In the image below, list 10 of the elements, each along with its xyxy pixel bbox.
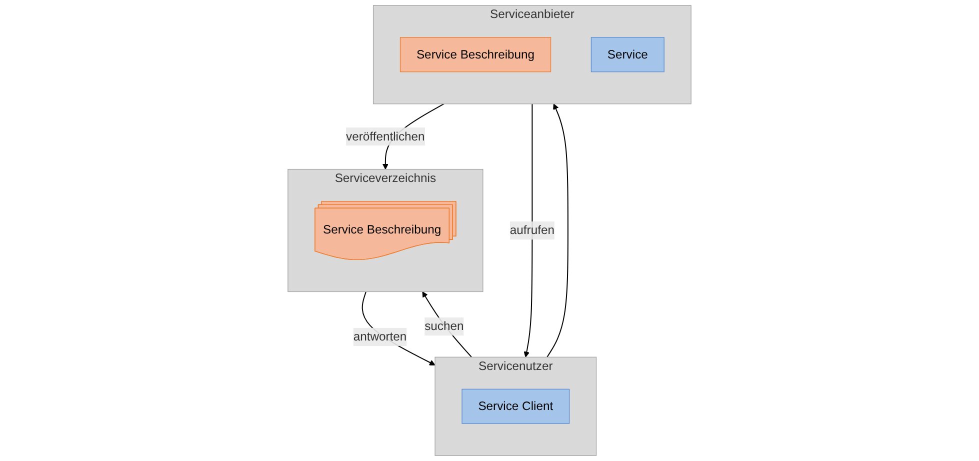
arrow (546, 104, 568, 358)
edge-label: veröffentlichen (346, 130, 425, 143)
edge-label: aufrufen (510, 223, 554, 237)
node-box: Service Beschreibung (400, 37, 552, 72)
arrow (422, 291, 472, 358)
node-box: Service (590, 37, 664, 72)
edge-label: antworten (353, 330, 407, 344)
arrow (524, 104, 533, 358)
edge-label: suchen (424, 319, 464, 333)
node-box: Service Client (462, 388, 570, 424)
